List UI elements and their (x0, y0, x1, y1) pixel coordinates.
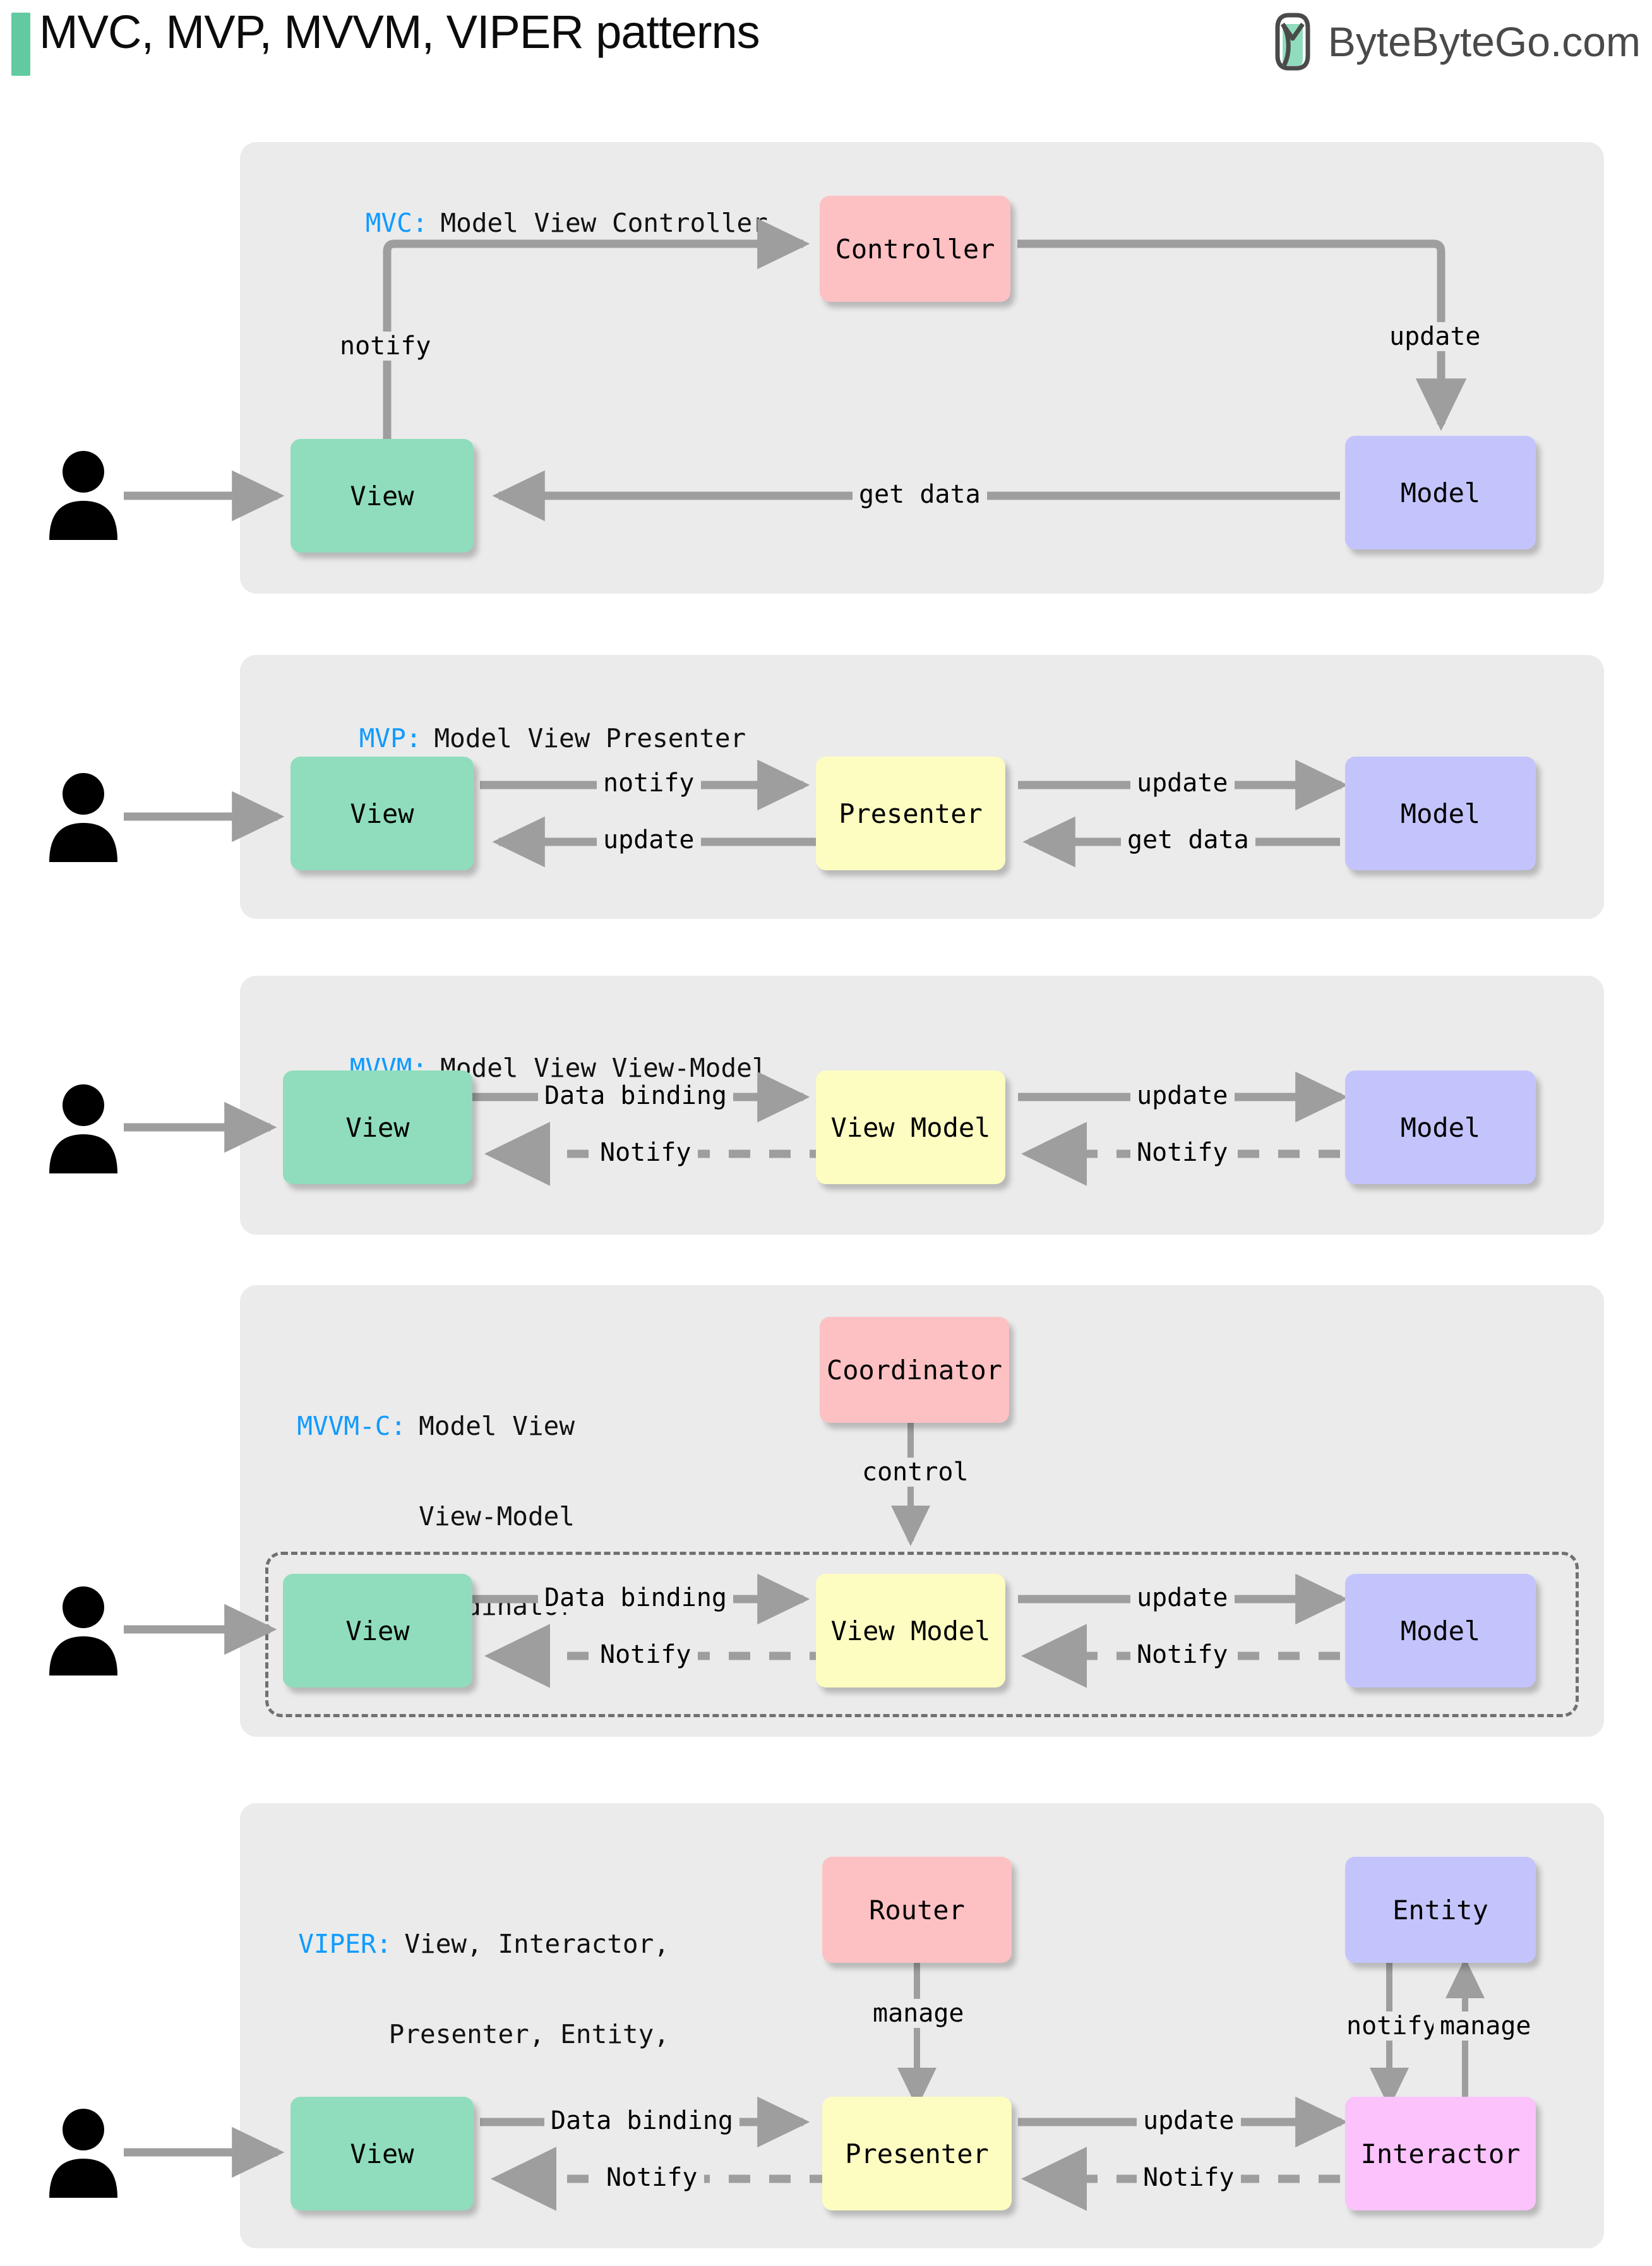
page-title: MVC, MVP, MVVM, VIPER patterns (39, 6, 760, 58)
edge-label-mvc-getdata: get data (853, 480, 987, 509)
caption-text-mvvmc-0: Model View (419, 1411, 575, 1442)
edge-label-mvc-update: update (1383, 322, 1487, 351)
caption-mvvm: MVVM:Model View View-Model (287, 1023, 768, 1113)
user-icon (44, 445, 139, 540)
node-viper-entity[interactable]: Entity (1345, 1857, 1536, 1963)
edge-label-mvvmc-update: update (1130, 1583, 1235, 1612)
edge-label-viper-notify-view: Notify (600, 2163, 704, 2192)
bytebytego-logo-icon (1269, 10, 1317, 73)
edge-label-mvp-update-model: update (1130, 769, 1235, 798)
node-mvc-model[interactable]: Model (1345, 436, 1536, 549)
node-mvp-model[interactable]: Model (1345, 757, 1536, 870)
node-mvvmc-view[interactable]: View (283, 1574, 472, 1688)
node-label: Model (1400, 798, 1481, 829)
node-label: Presenter (839, 798, 983, 829)
node-label: View (350, 2138, 414, 2169)
node-mvvm-viewmodel[interactable]: View Model (816, 1070, 1005, 1184)
user-icon (44, 767, 139, 862)
node-mvvmc-viewmodel[interactable]: View Model (816, 1574, 1005, 1688)
node-label: View Model (830, 1112, 991, 1143)
node-label: View Model (830, 1615, 991, 1646)
caption-text-mvc-0: Model View Controller (440, 207, 768, 238)
user-icon (44, 1581, 139, 1676)
page-header: MVC, MVP, MVVM, VIPER patterns ByteByteG… (0, 0, 1652, 88)
node-label: Model (1400, 1112, 1481, 1143)
node-label: Presenter (845, 2138, 989, 2169)
edge-label-viper-update: update (1137, 2106, 1241, 2135)
node-mvvm-model[interactable]: Model (1345, 1070, 1536, 1184)
node-mvvmc-coordinator[interactable]: Coordinator (820, 1317, 1009, 1423)
edge-label-mvp-getdata: get data (1121, 825, 1255, 854)
brand: ByteByteGo.com (1269, 10, 1641, 73)
node-label: View (350, 798, 414, 829)
node-mvp-view[interactable]: View (290, 757, 474, 870)
caption-text-mvvm-0: Model View View-Model (440, 1052, 768, 1083)
node-mvvm-view[interactable]: View (283, 1070, 472, 1184)
node-label: Router (869, 1894, 965, 1926)
edge-label-viper-manage-entity: manage (1434, 2011, 1538, 2041)
caption-text-mvvmc-1: View-Model (419, 1501, 575, 1532)
caption-mvp: MVP: Model View Presenter (297, 693, 746, 784)
edge-label-mvvm-update: update (1130, 1081, 1235, 1110)
edge-label-mvvm-notify-view: Notify (594, 1138, 698, 1167)
node-label: Model (1400, 477, 1481, 508)
edge-label-mvvmc-notify-vm: Notify (1130, 1640, 1235, 1669)
edge-label-viper-notify-entity: notify (1340, 2011, 1444, 2041)
node-label: View (350, 480, 414, 512)
node-label: Entity (1392, 1894, 1488, 1926)
user-icon (44, 1079, 139, 1173)
caption-text-mvp-0: Model View Presenter (434, 722, 746, 753)
edge-label-mvvmc-notify-view: Notify (594, 1640, 698, 1669)
node-label: View (345, 1112, 410, 1143)
edge-label-mvc-notify: notify (333, 332, 438, 361)
node-viper-interactor[interactable]: Interactor (1345, 2097, 1536, 2210)
accent-bar (11, 13, 30, 76)
node-label: Controller (835, 233, 995, 265)
edge-label-mvvmc-control: control (856, 1458, 975, 1487)
node-mvc-controller[interactable]: Controller (820, 196, 1010, 302)
node-label: Interactor (1360, 2138, 1521, 2169)
node-viper-router[interactable]: Router (822, 1857, 1012, 1963)
edge-label-mvp-update-view: update (597, 825, 701, 854)
caption-text-viper-1: Presenter, Entity, (388, 2018, 669, 2049)
node-viper-view[interactable]: View (290, 2097, 474, 2210)
node-mvp-presenter[interactable]: Presenter (816, 757, 1005, 870)
user-icon (44, 2103, 139, 2198)
node-viper-presenter[interactable]: Presenter (822, 2097, 1012, 2210)
node-mvvmc-model[interactable]: Model (1345, 1574, 1536, 1688)
caption-key-mvvmc: MVVM-C: (297, 1411, 407, 1442)
caption-mvc: MVC: Model View Controller (303, 178, 768, 268)
node-mvc-view[interactable]: View (290, 439, 474, 553)
caption-key-mvp: MVP: (359, 722, 422, 753)
caption-text-viper-0: View, Interactor, (404, 1929, 669, 1960)
edge-label-viper-databinding: Data binding (544, 2106, 739, 2135)
edge-label-mvvmc-databinding: Data binding (538, 1583, 733, 1612)
caption-key-viper: VIPER: (298, 1929, 392, 1960)
caption-key-mvc: MVC: (365, 207, 428, 238)
brand-name: ByteByteGo.com (1327, 18, 1641, 65)
node-label: Model (1400, 1615, 1481, 1646)
edge-label-viper-notify-presenter: Notify (1137, 2163, 1241, 2192)
edge-label-viper-manage-presenter: manage (866, 1999, 971, 2028)
edge-label-mvp-notify: notify (597, 769, 701, 798)
node-label: View (345, 1615, 410, 1646)
edge-label-mvvm-notify-vm: Notify (1130, 1138, 1235, 1167)
edge-label-mvvm-databinding: Data binding (538, 1081, 733, 1110)
node-label: Coordinator (826, 1354, 1003, 1386)
